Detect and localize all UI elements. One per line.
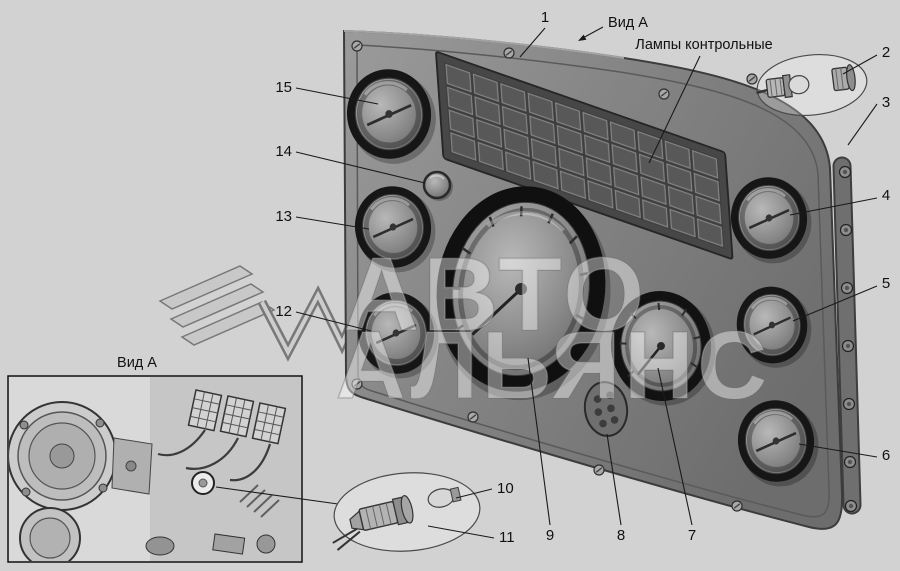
mounting-flange bbox=[832, 156, 862, 515]
svg-text:11: 11 bbox=[499, 529, 515, 546]
svg-text:15: 15 bbox=[275, 79, 292, 96]
speedometer-gauge-9 bbox=[436, 186, 611, 401]
svg-text:2: 2 bbox=[882, 44, 890, 61]
svg-text:5: 5 bbox=[882, 275, 890, 292]
inset-view-a bbox=[7, 375, 303, 563]
control-lamps-annotation: Лампы контрольные bbox=[635, 37, 773, 164]
gauge-rear-housing bbox=[9, 401, 117, 511]
svg-text:14: 14 bbox=[275, 143, 292, 160]
control-lamps-label: Лампы контрольные bbox=[635, 37, 772, 53]
watermark-line-2: АЛЬЯНС bbox=[336, 312, 771, 419]
hatch-marks bbox=[239, 484, 280, 518]
callout-12: 12 bbox=[275, 303, 372, 332]
svg-text:10: 10 bbox=[497, 480, 514, 497]
instrument-panel bbox=[341, 29, 844, 530]
screw-icon bbox=[746, 73, 758, 85]
svg-text:9: 9 bbox=[546, 527, 554, 544]
lamp-bulb-assembly bbox=[756, 74, 810, 99]
panel-inner-outline bbox=[356, 44, 830, 518]
svg-text:13: 13 bbox=[275, 208, 292, 225]
svg-text:8: 8 bbox=[617, 527, 625, 544]
callout-13: 13 bbox=[275, 208, 370, 230]
bulb-holder-detail bbox=[215, 472, 481, 552]
callout-11: 11 bbox=[427, 525, 515, 546]
watermark: АВТО АЛЬЯНС bbox=[335, 236, 771, 420]
callout-10: 10 bbox=[455, 480, 514, 499]
view-a-top: Вид А bbox=[578, 15, 648, 41]
callout-1: 1 bbox=[519, 9, 549, 58]
view-a-inset-label: Вид А bbox=[117, 355, 157, 371]
callout-3: 3 bbox=[847, 94, 890, 146]
screw-icon bbox=[731, 500, 743, 512]
control-lamp-detail bbox=[756, 54, 868, 116]
perforated-cover-8 bbox=[583, 381, 629, 437]
screw-icon bbox=[351, 40, 363, 52]
bulb-socket-hole bbox=[191, 471, 215, 495]
wiring bbox=[157, 429, 206, 457]
connector-blocks bbox=[187, 389, 287, 445]
view-a-arrow-icon bbox=[578, 34, 587, 41]
callout-2: 2 bbox=[842, 44, 890, 75]
lamp-grid bbox=[435, 51, 734, 260]
button-14 bbox=[422, 170, 453, 201]
callout-15: 15 bbox=[275, 79, 379, 105]
bulb-holder-11 bbox=[332, 495, 414, 551]
inset-border bbox=[7, 375, 303, 563]
callout-14: 14 bbox=[275, 143, 426, 184]
callout-4: 4 bbox=[789, 187, 890, 216]
screw-icon bbox=[658, 88, 670, 100]
callout-7: 7 bbox=[657, 367, 696, 544]
view-a-label-top: Вид А bbox=[608, 15, 648, 31]
callout-8: 8 bbox=[606, 433, 625, 544]
callout-6: 6 bbox=[798, 443, 890, 464]
gauge-7 bbox=[610, 291, 716, 406]
screw-icon bbox=[593, 464, 605, 476]
bulb-10 bbox=[427, 486, 462, 508]
svg-text:6: 6 bbox=[882, 447, 890, 464]
svg-text:4: 4 bbox=[882, 187, 890, 204]
callout-9: 9 bbox=[527, 357, 554, 544]
callout-5: 5 bbox=[792, 275, 890, 322]
svg-text:1: 1 bbox=[541, 9, 549, 26]
svg-text:7: 7 bbox=[688, 527, 696, 544]
watermark-line-1: АВТО bbox=[344, 237, 648, 353]
screw-icon bbox=[503, 47, 515, 59]
svg-text:3: 3 bbox=[882, 94, 890, 111]
brand-logo-icon bbox=[158, 265, 357, 362]
svg-text:12: 12 bbox=[275, 303, 292, 320]
